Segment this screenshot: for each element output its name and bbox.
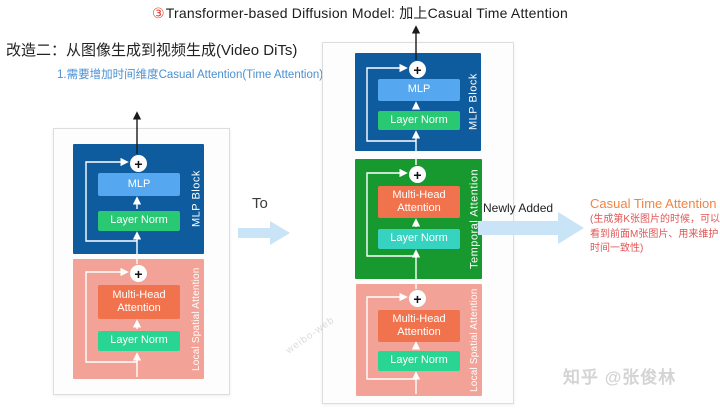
to-arrow	[238, 221, 290, 245]
left-spatial-attention-label: Local Spatial Attention	[191, 267, 202, 371]
right-layer-norm-top-label: Layer Norm	[390, 113, 448, 126]
annotation-sub-line: 1.需要增加时间维度Casual Attention(Time Attentio…	[57, 69, 324, 81]
plus-glyph: +	[413, 290, 422, 307]
annotation-change-line: 改造二：从图像生成到视频生成(Video DiTs)	[6, 42, 298, 59]
casual-time-attention-description: (生成第K张图片的时候，可以看到前面M张图片、用来维护时间一致性)	[590, 214, 720, 254]
left-layer-norm-bottom-label: Layer Norm	[110, 334, 168, 347]
plus-circle-icon: +	[409, 166, 426, 183]
left-layer-norm-box-bottom: Layer Norm	[98, 331, 180, 351]
casual-time-attention-title: Casual Time Attention	[590, 196, 717, 211]
left-diagram-box: MLP Block MLP Layer Norm + Local Spatial…	[53, 128, 230, 395]
left-mlp-block-label: MLP Block	[190, 170, 203, 228]
plus-circle-icon: +	[409, 290, 426, 307]
right-temporal-attention-label: Temporal Attention	[468, 168, 481, 270]
left-layer-norm-box-top: Layer Norm	[98, 211, 180, 231]
newly-added-label: Newly Added	[483, 201, 554, 215]
to-label: To	[252, 195, 268, 212]
right-spatial-multi-head-attention-box: Multi-Head Attention	[378, 310, 460, 342]
right-spatial-attention-block: Local Spatial Attention Multi-Head Atten…	[356, 284, 482, 396]
left-multi-head-attention-label: Multi-Head Attention	[112, 288, 166, 314]
right-temporal-multi-head-attention-label: Multi-Head Attention	[392, 188, 446, 214]
right-spatial-layer-norm-box: Layer Norm	[378, 351, 460, 371]
page-title-text: Transformer-based Diffusion Model: 加上Cas…	[165, 5, 568, 21]
plus-glyph: +	[413, 61, 422, 78]
right-diagram-box: MLP Block MLP Layer Norm + Temporal Atte…	[322, 42, 514, 404]
right-temporal-multi-head-attention-box: Multi-Head Attention	[378, 186, 460, 218]
right-spatial-attention-label: Local Spatial Attention	[469, 288, 480, 392]
right-mlp-block-label: MLP Block	[467, 73, 480, 131]
plus-glyph: +	[134, 155, 143, 172]
left-layer-norm-top-label: Layer Norm	[110, 214, 168, 227]
plus-circle-icon: +	[409, 61, 426, 78]
right-mlp-box-label: MLP	[407, 83, 431, 96]
left-mlp-box: MLP	[98, 173, 180, 196]
right-temporal-attention-block: Temporal Attention Multi-Head Attention …	[355, 159, 482, 279]
plus-glyph: +	[134, 265, 143, 282]
plus-glyph: +	[413, 166, 422, 183]
plus-circle-icon: +	[130, 155, 147, 172]
right-temporal-layer-norm-box: Layer Norm	[378, 229, 460, 249]
right-spatial-multi-head-attention-label: Multi-Head Attention	[392, 312, 446, 338]
zhihu-watermark: 知乎 @张俊林	[563, 368, 677, 387]
left-multi-head-attention-box: Multi-Head Attention	[98, 285, 180, 319]
page-title: ③Transformer-based Diffusion Model: 加上Ca…	[0, 3, 720, 23]
right-temporal-layer-norm-label: Layer Norm	[390, 232, 448, 245]
left-mlp-box-label: MLP	[127, 177, 151, 190]
right-mlp-box: MLP	[378, 79, 460, 101]
right-spatial-layer-norm-label: Layer Norm	[390, 354, 448, 367]
right-layer-norm-box-top: Layer Norm	[378, 111, 460, 130]
plus-circle-icon: +	[130, 265, 147, 282]
left-spatial-attention-block: Local Spatial Attention Multi-Head Atten…	[73, 259, 204, 379]
left-mlp-block: MLP Block MLP Layer Norm +	[73, 144, 204, 254]
circled-3-icon: ③	[152, 5, 165, 21]
right-mlp-block: MLP Block MLP Layer Norm +	[355, 53, 481, 151]
